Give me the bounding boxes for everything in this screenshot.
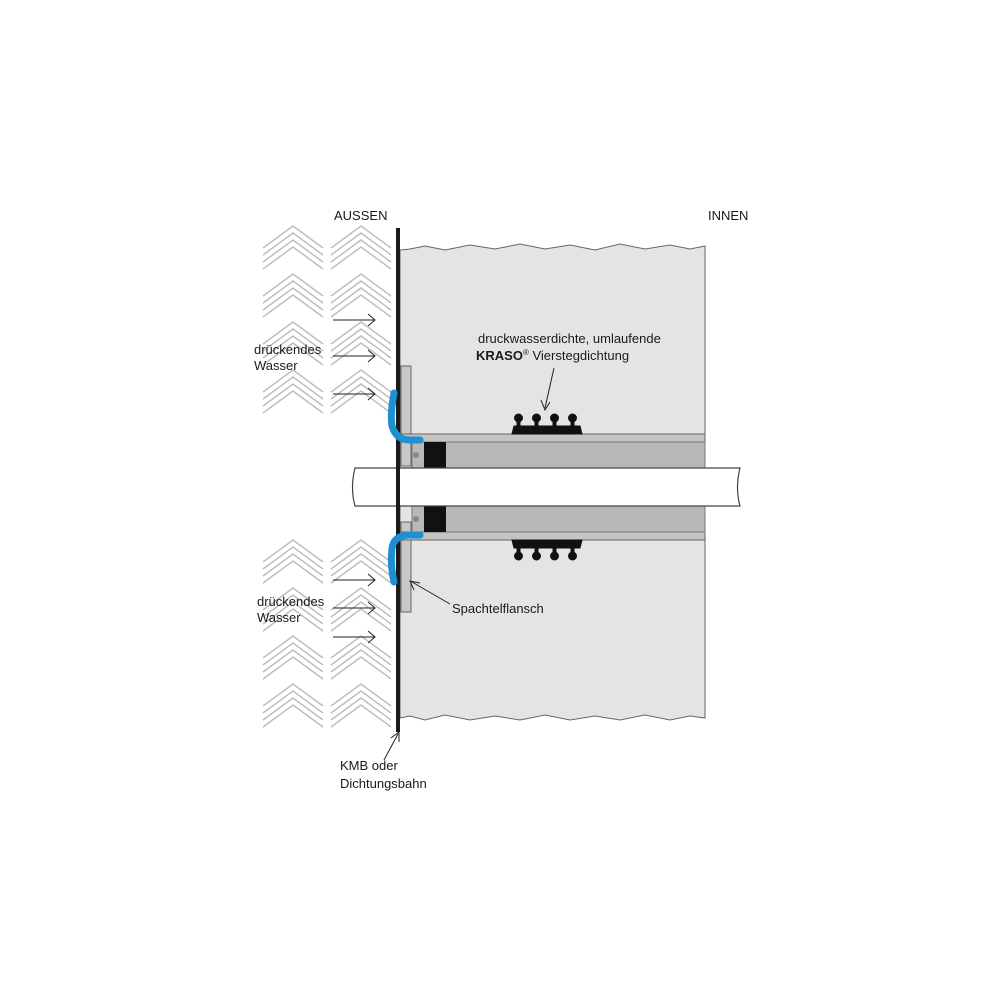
label-inside: INNEN [708, 208, 748, 223]
soil-chevron [262, 594, 324, 618]
label-flange: Spachtelflansch [452, 601, 544, 616]
seal-brand: KRASO [476, 348, 523, 363]
four-web-seal-bottom [511, 539, 583, 561]
sleeve-wall-bottom [399, 531, 706, 541]
label-seal-line1: druckwasserdichte, umlaufende [478, 331, 661, 346]
soil-chevron [330, 539, 392, 563]
soil-chevron [330, 232, 392, 256]
soil-chevron [262, 232, 324, 256]
soil-chevron [262, 335, 324, 359]
label-seal-line2: KRASO® Vierstegdichtung [476, 348, 629, 363]
soil-chevron [262, 546, 324, 570]
soil-chevron [262, 239, 324, 263]
seal-registered: ® [523, 348, 529, 357]
soil-chevron [262, 649, 324, 673]
label-water-top-1: drückendes [254, 342, 322, 357]
soil-chevron [330, 683, 392, 707]
soil-chevron [262, 539, 324, 563]
sleeve-wall-top [399, 433, 706, 443]
soil-chevron [262, 601, 324, 625]
soil-chevron [330, 546, 392, 570]
soil-chevron [330, 280, 392, 304]
soil-chevron [330, 587, 392, 611]
soil-chevron [330, 656, 392, 680]
soil-chevron [330, 321, 392, 345]
soil-chevron [330, 273, 392, 297]
soil-chevron [262, 642, 324, 666]
soil-chevron [330, 383, 392, 407]
soil-chevron [262, 383, 324, 407]
soil-chevron [330, 601, 392, 625]
soil-chevron [262, 321, 324, 345]
soil-chevron [330, 704, 392, 728]
seal-insert-top [424, 442, 446, 468]
soil-chevron [330, 642, 392, 666]
soil-chevron [262, 656, 324, 680]
soil-chevron [262, 328, 324, 352]
seal-rest: Vierstegdichtung [529, 348, 629, 363]
annular-gap-bottom [411, 505, 706, 533]
soil-chevron [330, 239, 392, 263]
soil-chevron [262, 683, 324, 707]
soil-chevron [330, 690, 392, 714]
soil-chevron [330, 225, 392, 249]
soil-chevron [262, 587, 324, 611]
soil-chevron [262, 287, 324, 311]
soil-chevron [262, 369, 324, 393]
sealant-top [387, 389, 424, 444]
media-pipe [351, 467, 741, 507]
annular-gap-top [411, 441, 706, 469]
soil-chevron [262, 294, 324, 318]
soil-chevron [330, 376, 392, 400]
soil-chevron [330, 560, 392, 584]
soil-hatch [262, 225, 392, 728]
soil-chevron [330, 608, 392, 632]
soil-chevron [262, 704, 324, 728]
soil-chevron [330, 635, 392, 659]
water-pressure-arrows [333, 313, 376, 644]
soil-chevron [330, 287, 392, 311]
bolt-icon [413, 516, 419, 522]
soil-chevron [262, 342, 324, 366]
soil-chevron [262, 560, 324, 584]
soil-chevron [262, 635, 324, 659]
soil-chevron [330, 335, 392, 359]
soil-chevron [262, 697, 324, 721]
label-water-top-2: Wasser [254, 358, 298, 373]
flange-plate-top [400, 365, 412, 467]
soil-chevron [262, 246, 324, 270]
soil-chevron [330, 294, 392, 318]
soil-chevron [262, 376, 324, 400]
bolt-icon [413, 452, 419, 458]
soil-chevron [262, 608, 324, 632]
soil-chevron [330, 246, 392, 270]
soil-chevron [330, 328, 392, 352]
flange-plate-bottom [400, 521, 412, 613]
soil-chevron [330, 342, 392, 366]
soil-chevron [330, 697, 392, 721]
soil-chevron [330, 594, 392, 618]
label-membrane-2: Dichtungsbahn [340, 776, 427, 791]
label-membrane-1: KMB oder [340, 758, 398, 773]
soil-chevron [330, 369, 392, 393]
label-water-bottom-1: drückendes [257, 594, 325, 609]
soil-chevron [330, 649, 392, 673]
soil-chevron [330, 390, 392, 414]
soil-chevron [262, 690, 324, 714]
leader-lines [383, 367, 555, 761]
soil-chevron [262, 280, 324, 304]
label-water-bottom-2: Wasser [257, 610, 301, 625]
soil-chevron [262, 390, 324, 414]
soil-chevron [262, 273, 324, 297]
soil-chevron [262, 553, 324, 577]
sealant-bottom [387, 531, 424, 586]
soil-chevron [262, 225, 324, 249]
waterproof-membrane [396, 228, 400, 732]
label-outside: AUSSEN [334, 208, 387, 223]
four-web-seal-top [511, 413, 583, 435]
soil-chevron [330, 553, 392, 577]
seal-insert-bottom [424, 506, 446, 532]
